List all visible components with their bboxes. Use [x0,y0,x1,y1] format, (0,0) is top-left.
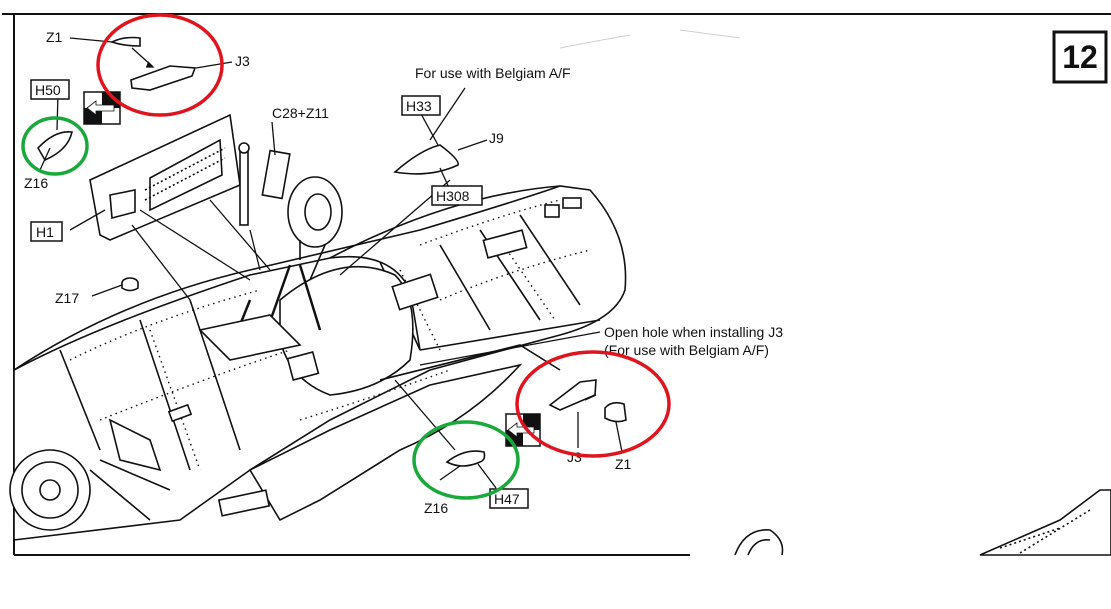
red-highlight-right-circle [515,350,671,458]
scan-artifact [559,29,741,49]
highlight-circles [21,13,671,500]
green-highlight-left-circle [21,116,89,176]
label-h47: H47 [494,491,520,507]
label-h50: H50 [35,82,61,98]
part-labels: Z1 J3 H50 Z16 H1 C28+Z11 For use with Be… [24,29,783,516]
part-z17 [121,277,139,292]
strut-parts [238,142,291,226]
part-j9 [393,144,459,175]
part-z1-j3-top [109,36,197,91]
boxed-labels [30,79,529,509]
label-h33: H33 [406,98,432,114]
label-c28-z11: C28+Z11 [272,105,329,121]
step-number-box: 12 [1052,30,1108,84]
label-z1-right: Z1 [615,456,632,472]
label-z1-top: Z1 [46,29,63,45]
red-highlight-top-circle [96,13,224,117]
part-j3-z1-right [548,379,627,423]
fuselage-drawing [9,185,627,541]
main-wheel [287,176,343,281]
adjacent-structure [734,489,1111,556]
part-z16-left [37,131,73,162]
label-open-hole-line1: Open hole when installing J3 [604,324,783,340]
direction-icon-top [83,91,121,125]
label-h1: H1 [36,224,54,240]
label-open-hole-line2: (For use with Belgiam A/F) [604,342,769,358]
leader-lines [39,37,623,489]
step-number: 12 [1062,39,1098,75]
label-j9: J9 [489,130,504,146]
green-highlight-bottom-circle [412,420,520,500]
label-belgiam-note: For use with Belgiam A/F [415,65,571,81]
label-j3-top: J3 [235,53,250,69]
part-z16-bottom [445,450,486,467]
label-h308: H308 [436,188,470,204]
label-z16-left: Z16 [24,175,48,191]
gear-door-h1 [89,113,241,241]
label-z16-bottom: Z16 [424,500,448,516]
label-z17: Z17 [55,290,79,306]
